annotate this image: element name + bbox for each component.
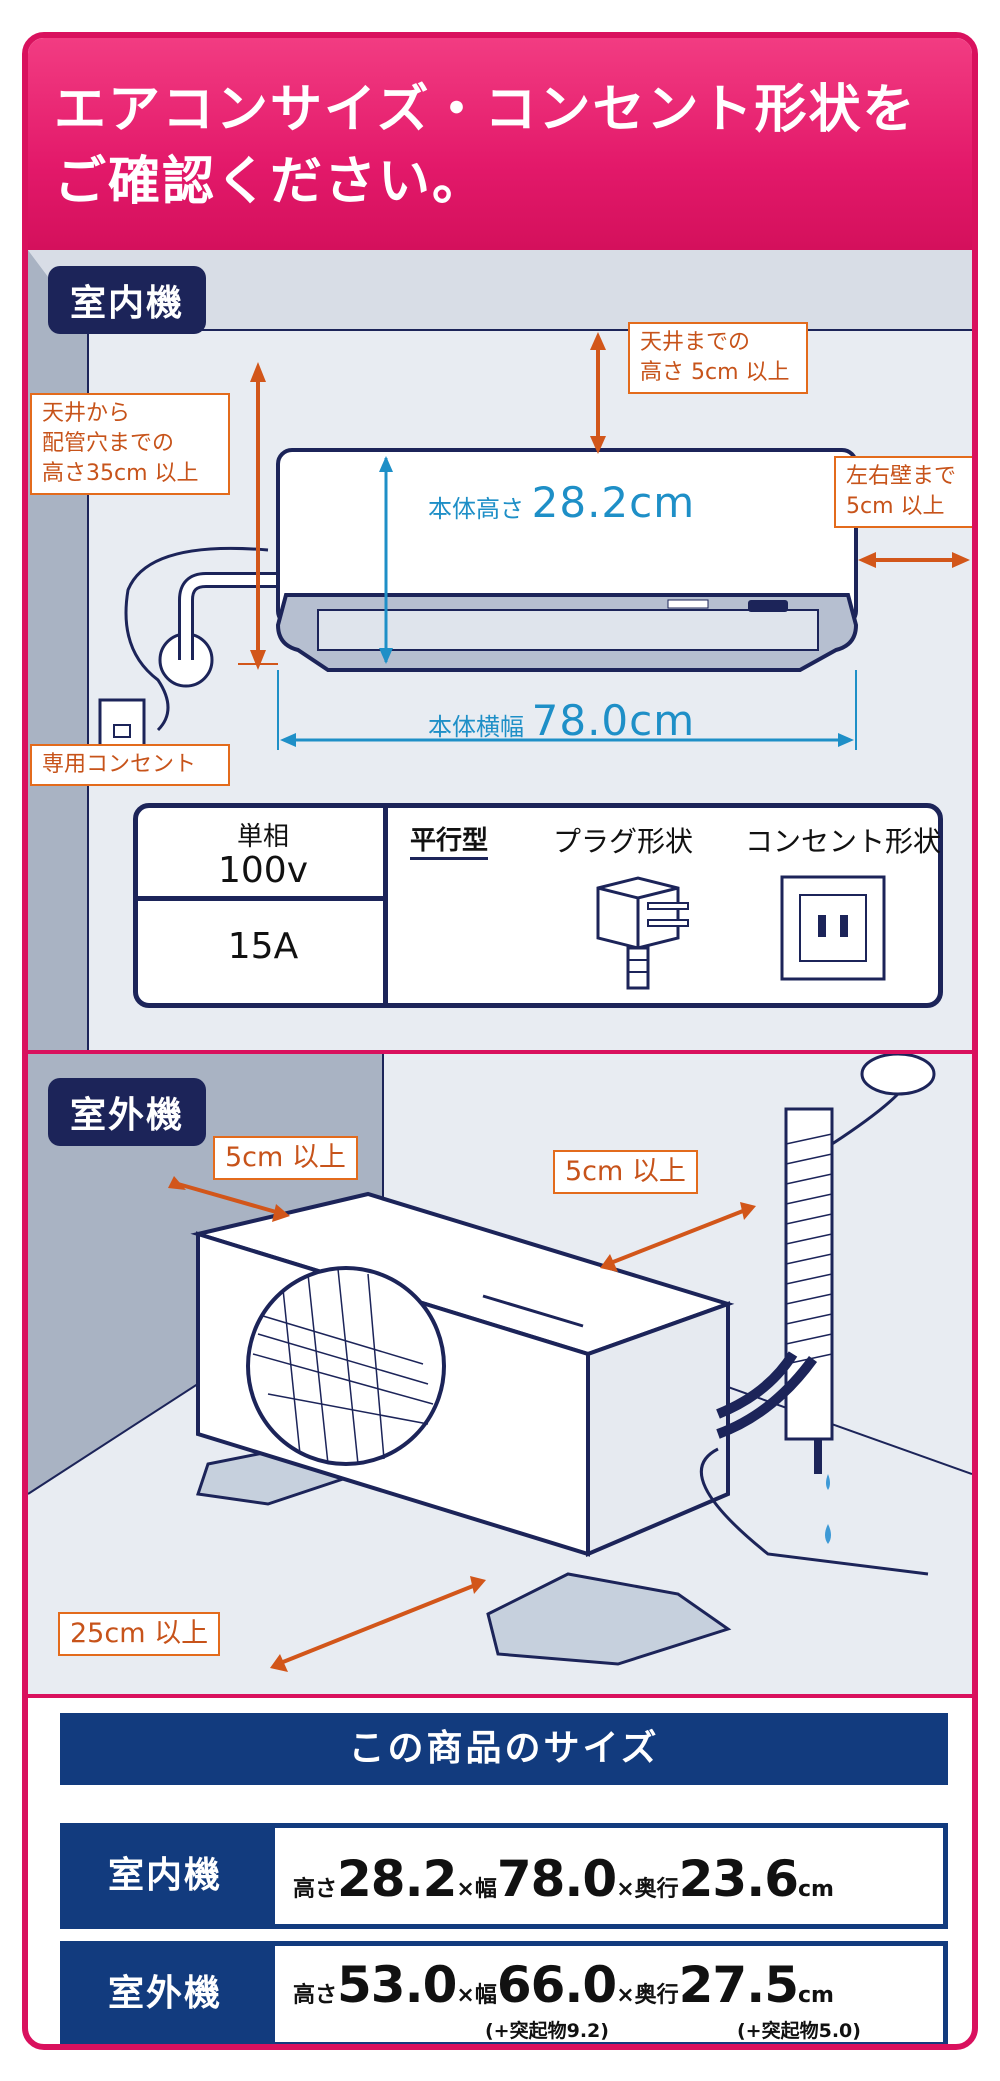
side-clearance-callout: 左右壁まで 5cm 以上 [834,456,972,528]
amperage-value: 15A [227,926,299,967]
outlet-shape-label: コンセント形状 [744,825,941,858]
outdoor-width-value: 66.0 [496,1956,617,2014]
height-label: 高さ [293,1983,338,2008]
body-height-value: 28.2cm [531,478,696,527]
ceiling-clearance-callout: 天井までの 高さ 5cm 以上 [628,322,808,394]
unit-label: cm [798,1983,834,2008]
header-banner: エアコンサイズ・コンセント形状を ご確認ください。 [28,38,972,250]
spec-divider [138,896,383,901]
outdoor-depth-value: 27.5 [678,1956,799,2014]
back-clearance-callout: 5cm 以上 [553,1150,698,1194]
body-height-dimension: 本体高さ 28.2cm [428,478,695,527]
power-spec-box: 単相 100v 15A 平行型 プラグ形状 コンセント形状 [133,803,943,1008]
spec-left-column [138,808,388,1003]
outdoor-width-note: (+突起物9.2) [485,2020,609,2042]
plug-type-label: 平行型 [410,820,489,860]
depth-label: ×奥行 [616,1983,679,2008]
page-title: エアコンサイズ・コンセント形状を ご確認ください。 [54,80,917,212]
width-label: ×幅 [456,1983,497,2008]
width-label: ×幅 [456,1877,497,1902]
outdoor-size-values: 高さ53.0×幅66.0×奥行27.5cm [293,1956,834,2014]
main-frame: エアコンサイズ・コンセント形状を ご確認ください。 [22,32,978,2050]
indoor-row-label: 室内機 [60,1823,270,1929]
body-height-label: 本体高さ [428,495,524,523]
outdoor-section-label: 室外機 [48,1078,207,1146]
indoor-section-label: 室内機 [48,266,207,334]
depth-label: ×奥行 [616,1877,679,1902]
pipe-hole-height-callout: 天井から 配管穴までの 高さ35cm 以上 [30,393,230,495]
body-width-value: 78.0cm [531,696,696,745]
section-divider-2 [28,1694,972,1698]
outlet-icon [780,875,886,981]
indoor-size-row: 高さ28.2×幅78.0×奥行23.6cm [270,1823,948,1929]
outdoor-depth-note: (+突起物5.0) [737,2020,861,2042]
size-table-title: この商品のサイズ [60,1713,948,1785]
phase-label: 単相 [236,822,289,852]
outdoor-height-value: 53.0 [337,1956,457,2014]
height-label: 高さ [293,1877,338,1902]
front-clearance-callout: 25cm 以上 [58,1612,221,1656]
plug-shape-label: プラグ形状 [552,825,693,858]
body-width-label: 本体横幅 [428,713,524,741]
outdoor-size-row: 高さ53.0×幅66.0×奥行27.5cm (+突起物9.2) (+突起物5.0… [270,1941,948,2044]
outdoor-illustration [28,1054,972,1694]
section-divider [28,1050,972,1054]
indoor-height-value: 28.2 [337,1850,457,1908]
indoor-depth-value: 23.6 [678,1850,799,1908]
indoor-width-value: 78.0 [496,1850,617,1908]
dedicated-outlet-callout: 専用コンセント [30,744,230,786]
indoor-size-values: 高さ28.2×幅78.0×奥行23.6cm [293,1850,834,1908]
plug-icon [596,876,689,990]
voltage-value: 100v [217,850,309,891]
body-width-dimension: 本体横幅 78.0cm [428,696,695,745]
outdoor-row-label: 室外機 [60,1941,270,2044]
unit-label: cm [798,1877,834,1902]
left-clearance-callout: 5cm 以上 [213,1136,358,1180]
